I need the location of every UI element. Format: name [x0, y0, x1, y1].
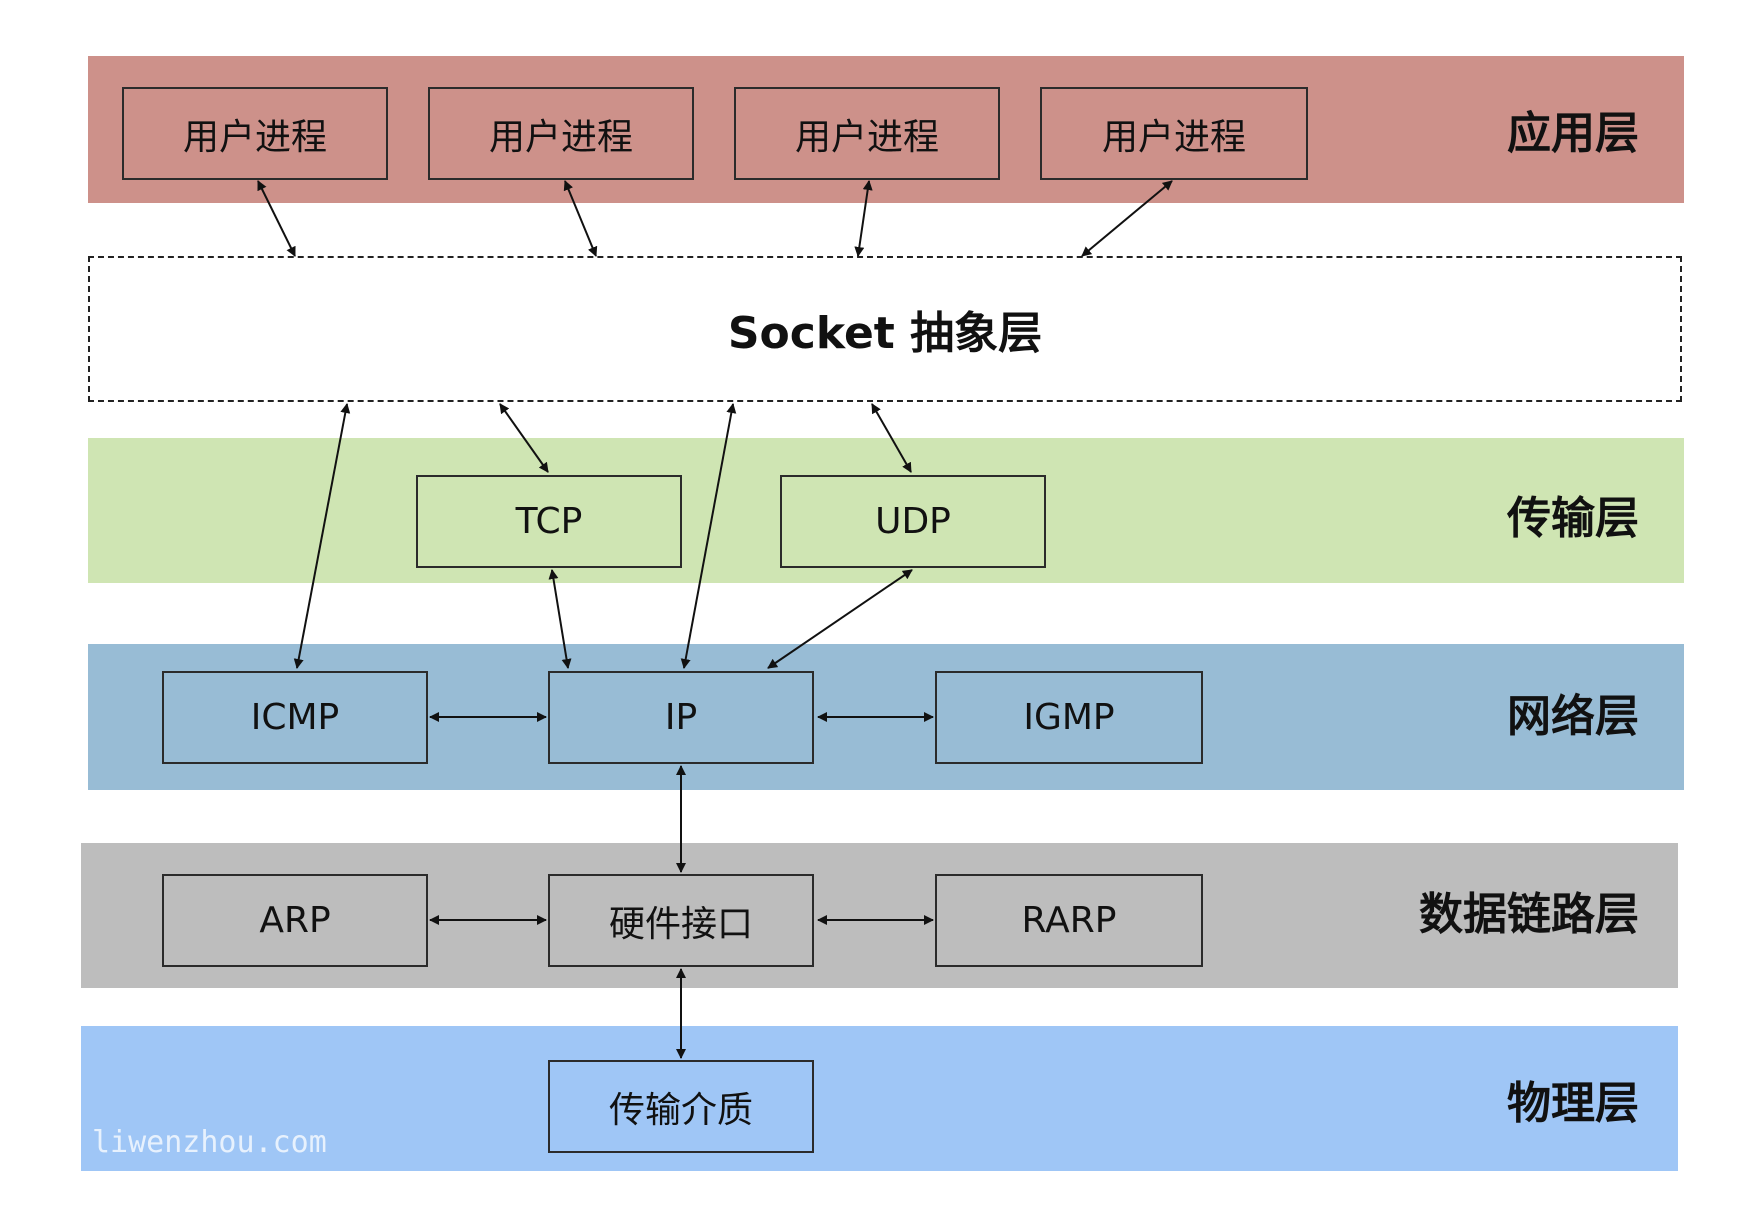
- arrow-process1-socket: [257, 180, 296, 257]
- physical-layer-band: [81, 1026, 1678, 1171]
- application-layer-label: 应用层: [1507, 108, 1639, 159]
- arrow-udp-ip: [767, 569, 913, 669]
- ip-box: IP: [548, 671, 814, 764]
- arrow-socket-icmp: [293, 403, 351, 669]
- icmp-box: ICMP: [162, 671, 428, 764]
- user-process-box-3: 用户进程: [734, 87, 1000, 180]
- igmp-box: IGMP: [935, 671, 1203, 764]
- watermark: liwenzhou.com: [92, 1125, 327, 1160]
- socket-layer-label: Socket 抽象层: [727, 308, 1043, 359]
- datalink-layer-label: 数据链路层: [1419, 889, 1639, 940]
- arrow-socket-ip: [680, 403, 737, 669]
- user-process-box-2: 用户进程: [428, 87, 694, 180]
- arp-box: ARP: [162, 874, 428, 967]
- transmission-medium-box: 传输介质: [548, 1060, 814, 1153]
- socket-layer-band: [88, 256, 1682, 402]
- arrow-socket-udp: [871, 403, 912, 473]
- arrow-process4-socket: [1081, 180, 1173, 257]
- rarp-box: RARP: [935, 874, 1203, 967]
- user-process-box-1: 用户进程: [122, 87, 388, 180]
- network-layer-label: 网络层: [1507, 691, 1639, 742]
- physical-layer-label: 物理层: [1507, 1078, 1639, 1129]
- udp-box: UDP: [780, 475, 1046, 568]
- arrow-tcp-ip: [548, 569, 572, 669]
- arrow-socket-tcp: [499, 403, 549, 473]
- arrow-process2-socket: [563, 180, 598, 257]
- user-process-box-4: 用户进程: [1040, 87, 1308, 180]
- hardware-interface-box: 硬件接口: [548, 874, 814, 967]
- arrow-process3-socket: [854, 180, 873, 257]
- tcp-box: TCP: [416, 475, 682, 568]
- transport-layer-label: 传输层: [1507, 493, 1639, 544]
